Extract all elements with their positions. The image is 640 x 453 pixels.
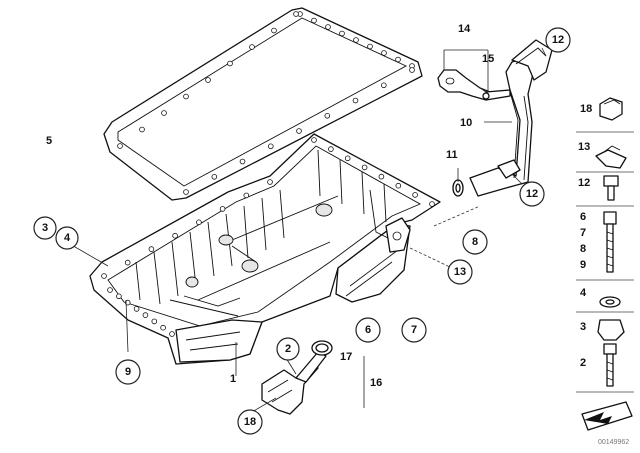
bolt-hole <box>219 206 226 212</box>
legend-12: 12 <box>578 177 590 189</box>
bolt-hole <box>142 312 149 318</box>
label-16: 16 <box>370 377 382 389</box>
bolt-hole <box>378 173 385 180</box>
label-4: 4 <box>64 232 71 244</box>
bolt-hole <box>325 24 331 30</box>
bolt-hole <box>324 113 331 119</box>
label-9: 9 <box>125 366 131 378</box>
label-6: 6 <box>365 324 371 336</box>
bolt-hole <box>267 179 273 185</box>
bolt-hole <box>344 155 351 162</box>
label-12-upper: 12 <box>552 34 564 46</box>
bolt-hole <box>311 137 317 143</box>
label-5: 5 <box>46 135 52 147</box>
bolt-hole <box>249 44 255 50</box>
label-10: 10 <box>460 117 472 129</box>
bolt-hole <box>352 97 359 104</box>
bolt-hole <box>116 293 122 300</box>
bolt-hole <box>361 164 368 171</box>
bolt-hole <box>311 17 317 24</box>
bolt-hole <box>211 174 218 180</box>
bolt-hole <box>339 30 345 37</box>
bolt-hole <box>169 331 175 337</box>
bolt-hole <box>172 232 178 239</box>
bolt-hole <box>139 126 145 133</box>
bolt-hole <box>160 324 166 331</box>
bolt-hole <box>243 192 250 199</box>
legend-8: 8 <box>580 243 586 255</box>
label-12-lower: 12 <box>526 188 538 200</box>
bolt-hole <box>196 219 202 226</box>
bolt-hole <box>161 110 167 116</box>
bolt-hole <box>107 287 113 293</box>
legend-7: 7 <box>580 227 586 239</box>
bolt-hole <box>409 67 415 73</box>
bolt-hole <box>328 146 334 152</box>
legend-13: 13 <box>578 141 590 153</box>
dipstick-guide-tube <box>452 39 553 197</box>
bolt-hole <box>239 158 246 165</box>
bolt-hole <box>205 77 211 83</box>
bolt-hole <box>124 259 131 266</box>
bolt-hole <box>429 201 435 207</box>
hardware-legend: 18 13 12 6 7 8 9 4 3 2 <box>576 97 634 446</box>
bolt-hole <box>367 43 373 50</box>
legend-9: 9 <box>580 259 586 271</box>
legend-4: 4 <box>580 287 587 299</box>
label-14: 14 <box>458 23 471 35</box>
legend-6: 6 <box>580 211 586 223</box>
bolt-hole <box>133 306 140 312</box>
oil-pan-gasket <box>103 7 423 201</box>
label-15: 15 <box>482 53 494 65</box>
label-18: 18 <box>244 416 256 428</box>
label-3: 3 <box>42 222 48 234</box>
bolt-hole <box>267 143 274 150</box>
bolt-hole <box>148 246 155 252</box>
legend-18: 18 <box>580 103 592 115</box>
bolt-hole <box>381 50 387 56</box>
label-11: 11 <box>446 149 458 161</box>
callout-labels: 5 3 4 9 1 2 18 17 16 6 7 8 13 11 10 12 1… <box>33 23 571 435</box>
arrow-emblem-icon <box>581 401 633 431</box>
bolt-hole <box>353 37 359 43</box>
label-1: 1 <box>230 373 236 385</box>
bolt-hole <box>293 11 299 17</box>
bolt-hole <box>395 56 401 63</box>
label-8: 8 <box>472 236 478 248</box>
legend-2: 2 <box>580 357 586 369</box>
bolt-hole <box>101 273 107 279</box>
drawing-id-watermark: 00149962 <box>598 439 629 446</box>
label-13: 13 <box>454 266 466 278</box>
bolt-hole <box>271 27 277 34</box>
oil-level-sensor <box>261 340 333 415</box>
label-2: 2 <box>285 343 291 355</box>
bolt-hole <box>227 60 233 67</box>
bolt-hole <box>296 128 302 134</box>
dipstick <box>437 69 511 101</box>
bolt-hole <box>380 82 387 89</box>
legend-3: 3 <box>580 321 586 333</box>
bolt-hole <box>183 93 189 100</box>
bolt-hole <box>183 189 189 195</box>
bolt-hole <box>117 143 123 149</box>
bolt-hole <box>395 182 402 189</box>
label-7: 7 <box>411 324 417 336</box>
label-17: 17 <box>340 351 352 363</box>
oil-pan <box>89 133 441 365</box>
bolt-hole <box>412 192 418 198</box>
bolt-hole <box>151 318 158 325</box>
